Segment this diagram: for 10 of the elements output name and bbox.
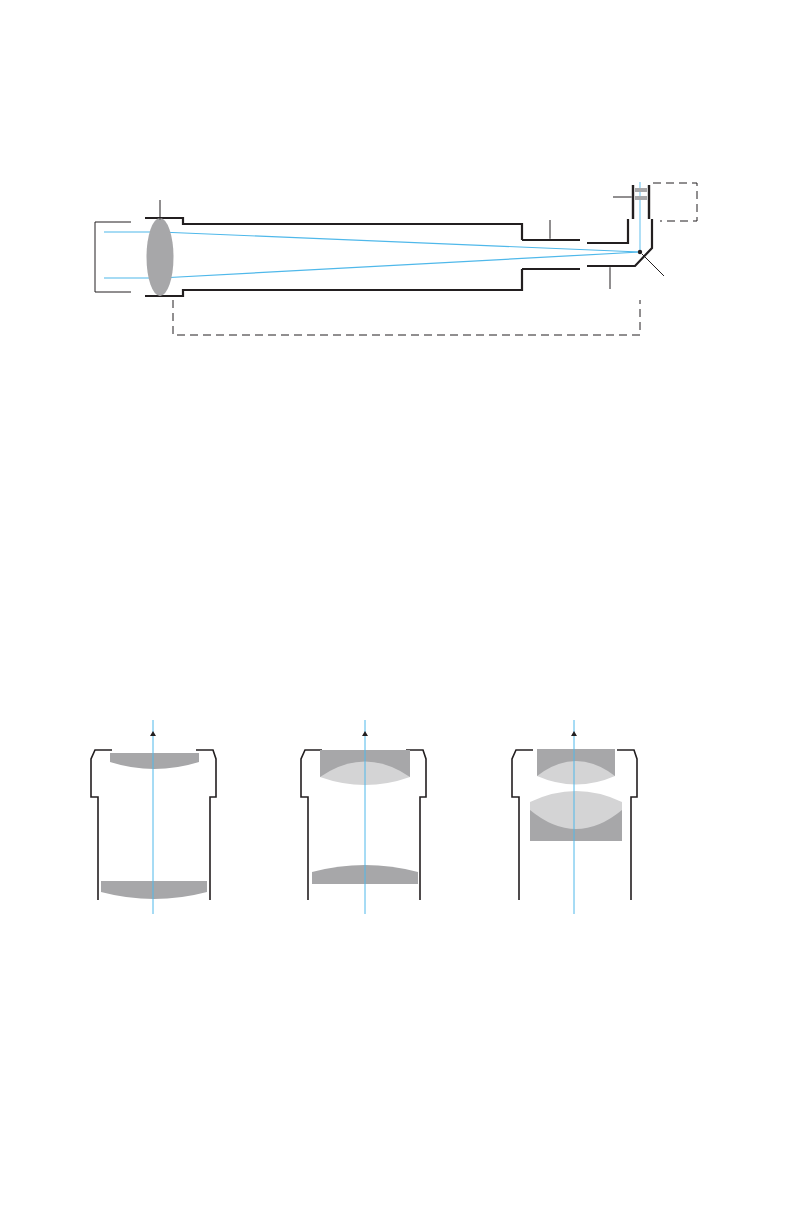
- leader-line: [159, 199, 161, 220]
- diagonal-housing: [587, 219, 654, 268]
- leader-line: [609, 266, 611, 290]
- leader-line: [641, 253, 665, 277]
- leader-line: [612, 196, 633, 198]
- eyepiece: [631, 185, 651, 219]
- focal-point-dot: [637, 249, 643, 255]
- drawtube: [522, 238, 580, 271]
- objective-lens: [146, 218, 174, 296]
- leader-line: [549, 219, 551, 240]
